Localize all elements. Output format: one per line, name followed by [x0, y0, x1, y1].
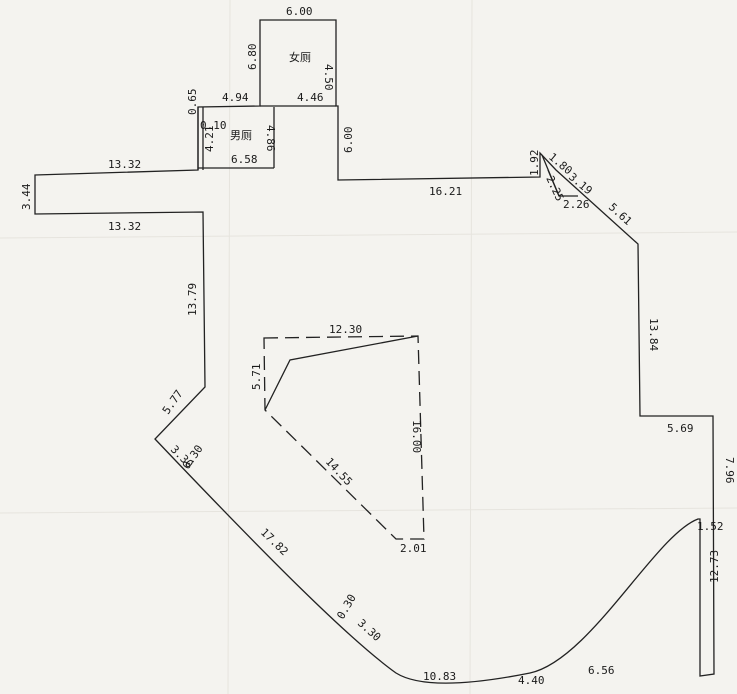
dim-middle-long: 16.21: [429, 185, 462, 198]
men-toilet-label: 男厕: [230, 129, 252, 142]
notch-inner-line: [547, 169, 560, 197]
dim-notch-vertical: 1.92: [528, 150, 541, 177]
dim-ledge-short: 0.65: [186, 89, 199, 116]
paper-fold-line: [0, 231, 737, 239]
dim-ledge-top: 4.94: [222, 91, 249, 104]
dim-south-east: 12.73: [708, 550, 721, 583]
dim-east-vertical: 13.84: [647, 318, 660, 351]
island-dashed-outline: [263, 335, 425, 540]
dim-men-gap: 0.10: [200, 119, 227, 132]
paper-fold-line: [469, 0, 473, 694]
dim-south-short: 3.30: [355, 617, 383, 644]
dim-women-bottom: 4.46: [297, 91, 324, 104]
dim-step-vertical: 7.96: [723, 457, 736, 484]
dim-curve-c: 6.56: [588, 664, 615, 677]
dim-top-wall: 6.00: [286, 5, 313, 18]
dim-notch-diag: 3.19: [566, 170, 595, 197]
dim-south-tiny: 0.30: [334, 592, 359, 621]
dim-west-bottom: 13.32: [108, 220, 141, 233]
dim-south-diag: 17.82: [258, 526, 291, 558]
dim-west-end: 3.44: [20, 183, 33, 210]
dim-east-diag: 5.61: [606, 201, 634, 228]
dim-west-diag: 5.77: [160, 388, 186, 417]
dim-men-bottom: 6.58: [231, 153, 258, 166]
dim-sw-tiny: 0.30: [180, 443, 206, 472]
dim-step-horizontal: 5.69: [667, 422, 694, 435]
dim-island-right: 16.00: [410, 420, 423, 453]
paper-fold-line: [227, 0, 231, 694]
dim-women-left: 6.80: [246, 44, 259, 71]
dim-men-left: 4.21: [203, 126, 216, 153]
dim-curve-a: 10.83: [423, 670, 456, 683]
dim-curve-b: 4.40: [518, 674, 545, 687]
dim-island-left: 5.71: [250, 364, 263, 391]
site-boundary: [34, 19, 715, 684]
dim-men-right: 4.86: [264, 125, 277, 152]
dim-notch-base: 2.26: [563, 198, 590, 211]
dim-island-top: 12.30: [329, 323, 362, 336]
dim-women-right: 4.50: [322, 64, 335, 91]
dim-west-vertical: 13.79: [186, 283, 199, 316]
paper-fold-line: [0, 507, 737, 514]
dim-west-top: 13.32: [108, 158, 141, 171]
dim-island-bottom: 2.01: [400, 542, 427, 555]
dim-right-drop: 6.00: [342, 127, 355, 154]
dim-step-short: 1.52: [697, 520, 724, 533]
island-solid-edge: [264, 335, 419, 411]
women-toilet-label: 女厕: [289, 50, 311, 64]
